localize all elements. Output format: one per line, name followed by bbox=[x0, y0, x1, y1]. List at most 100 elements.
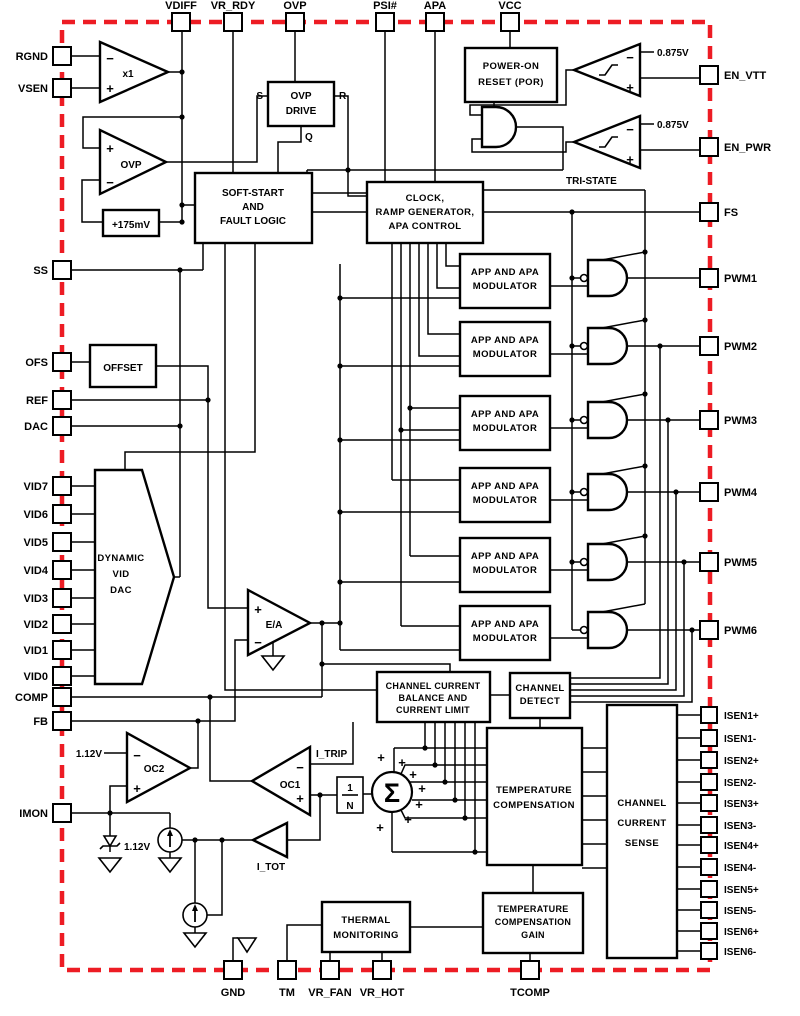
pin-label: ISEN3- bbox=[724, 821, 756, 832]
modulator-block-3 bbox=[458, 394, 552, 452]
block-label: DRIVE bbox=[286, 106, 317, 117]
pin-label: VID1 bbox=[24, 645, 48, 657]
wires-sense-sigma bbox=[363, 694, 700, 952]
block-label: APP AND APA bbox=[471, 267, 539, 278]
detect-block bbox=[508, 671, 572, 720]
ovp-comparator bbox=[98, 128, 169, 196]
block-label: FAULT LOGIC bbox=[220, 216, 286, 227]
pin-label: PWM2 bbox=[724, 341, 757, 353]
block-labels: POWER-ON RESET (POR) OVP DRIVE S R Q SOF… bbox=[97, 61, 666, 941]
pin-labels: VDIFF VR_RDY OVP PSI# APA VCC RGND VSEN … bbox=[15, 0, 771, 999]
amp-label: OC1 bbox=[280, 780, 301, 791]
pin-pwm4 bbox=[699, 482, 719, 502]
zener-112-label: 1.12V bbox=[124, 842, 150, 853]
pin-label: VID2 bbox=[24, 619, 48, 631]
frac-denominator: N bbox=[346, 801, 353, 812]
pin-vid6 bbox=[52, 504, 72, 524]
pin-ref bbox=[52, 390, 72, 410]
inverter-bubble bbox=[579, 625, 589, 635]
one-over-n-block bbox=[336, 776, 364, 814]
block-label: APP AND APA bbox=[471, 619, 539, 630]
itot-label: I_TOT bbox=[257, 862, 285, 873]
en-pwr-comparator bbox=[570, 114, 642, 170]
amp-label: E/A bbox=[266, 620, 283, 631]
pin-vid5 bbox=[52, 532, 72, 552]
pin-label: VID3 bbox=[24, 593, 48, 605]
pin-label: ISEN6+ bbox=[724, 927, 759, 938]
block-label: MODULATOR bbox=[473, 565, 537, 576]
plus-sign: + bbox=[398, 755, 406, 770]
ref-0875-label: 0.875V bbox=[657, 120, 689, 131]
ref-0875-label: 0.875V bbox=[657, 48, 689, 59]
block-label: TEMPERATURE bbox=[496, 785, 572, 796]
wires-top-left bbox=[71, 31, 700, 578]
pin-tm bbox=[277, 960, 297, 980]
offset-175mv-label: +175mV bbox=[112, 220, 150, 231]
block-label: OVP bbox=[290, 91, 311, 102]
inverter-bubble bbox=[579, 415, 589, 425]
pin-label: VID6 bbox=[24, 509, 48, 521]
plus-sign: + bbox=[133, 781, 141, 796]
amp-label: x1 bbox=[122, 69, 134, 80]
pin-label: REF bbox=[26, 395, 48, 407]
pin-label: VR_HOT bbox=[360, 987, 405, 999]
offset-block bbox=[88, 343, 158, 389]
inverter-bubble bbox=[579, 557, 589, 567]
block-label: OFFSET bbox=[103, 363, 142, 374]
pin-isen2p bbox=[700, 751, 718, 769]
pin-label: ISEN4+ bbox=[724, 841, 759, 852]
block-label: CHANNEL bbox=[617, 798, 666, 809]
pin-vr-rdy bbox=[223, 12, 243, 32]
plus-sign: + bbox=[626, 80, 634, 95]
pin-ss bbox=[52, 260, 72, 280]
pin-label: OVP bbox=[283, 0, 306, 12]
clock-block bbox=[365, 180, 485, 245]
pin-isen3p bbox=[700, 794, 718, 812]
offset-175mv-block bbox=[101, 208, 161, 238]
pin-vr-hot bbox=[372, 960, 392, 980]
functional-blocks bbox=[88, 46, 679, 960]
pin-label: APA bbox=[424, 0, 446, 12]
plus-sign: + bbox=[409, 767, 417, 782]
pin-rgnd bbox=[52, 46, 72, 66]
pin-pwm2 bbox=[699, 336, 719, 356]
pin-label: PWM5 bbox=[724, 557, 757, 569]
en-vtt-comparator bbox=[570, 42, 642, 98]
block-label: MONITORING bbox=[333, 930, 399, 941]
amp-labels: x1 − + OVP + − E/A + − OC2 − + OC1 − + −… bbox=[76, 48, 689, 873]
block-label: CHANNEL bbox=[515, 683, 564, 694]
block-label: DAC bbox=[110, 585, 132, 596]
pin-isen1n bbox=[700, 729, 718, 747]
current-source-imon bbox=[157, 827, 183, 853]
pin-isen2n bbox=[700, 773, 718, 791]
zener-diode bbox=[99, 835, 121, 850]
pin-isen3n bbox=[700, 816, 718, 834]
port-label-q: Q bbox=[305, 132, 313, 143]
inverter-bubble bbox=[579, 341, 589, 351]
frac-numerator: 1 bbox=[347, 783, 353, 794]
block-label: RAMP GENERATOR, bbox=[376, 207, 475, 218]
pin-vid0 bbox=[52, 666, 72, 686]
pin-label: COMP bbox=[15, 692, 48, 704]
block-label: APA CONTROL bbox=[388, 221, 461, 232]
balance-block bbox=[375, 670, 492, 724]
inverter-bubble bbox=[579, 487, 589, 497]
block-label: CURRENT bbox=[617, 818, 666, 829]
pin-gnd bbox=[223, 960, 243, 980]
soft-start-block bbox=[193, 171, 314, 245]
pin-label: VSEN bbox=[18, 83, 48, 95]
block-label: APP AND APA bbox=[471, 481, 539, 492]
block-label: COMPENSATION bbox=[495, 917, 571, 927]
block-label: RESET (POR) bbox=[478, 77, 544, 88]
pin-label: ISEN5- bbox=[724, 906, 756, 917]
minus-sign: − bbox=[133, 748, 141, 763]
block-label: THERMAL bbox=[341, 915, 390, 926]
itot-buffer bbox=[250, 821, 289, 859]
pin-label: ISEN2+ bbox=[724, 756, 759, 767]
block-label: APP AND APA bbox=[471, 335, 539, 346]
pwm5-and-gate bbox=[586, 542, 629, 582]
vid-dac-block bbox=[93, 468, 176, 686]
block-label: POWER-ON bbox=[483, 61, 540, 72]
block-label: CHANNEL CURRENT bbox=[386, 681, 481, 691]
